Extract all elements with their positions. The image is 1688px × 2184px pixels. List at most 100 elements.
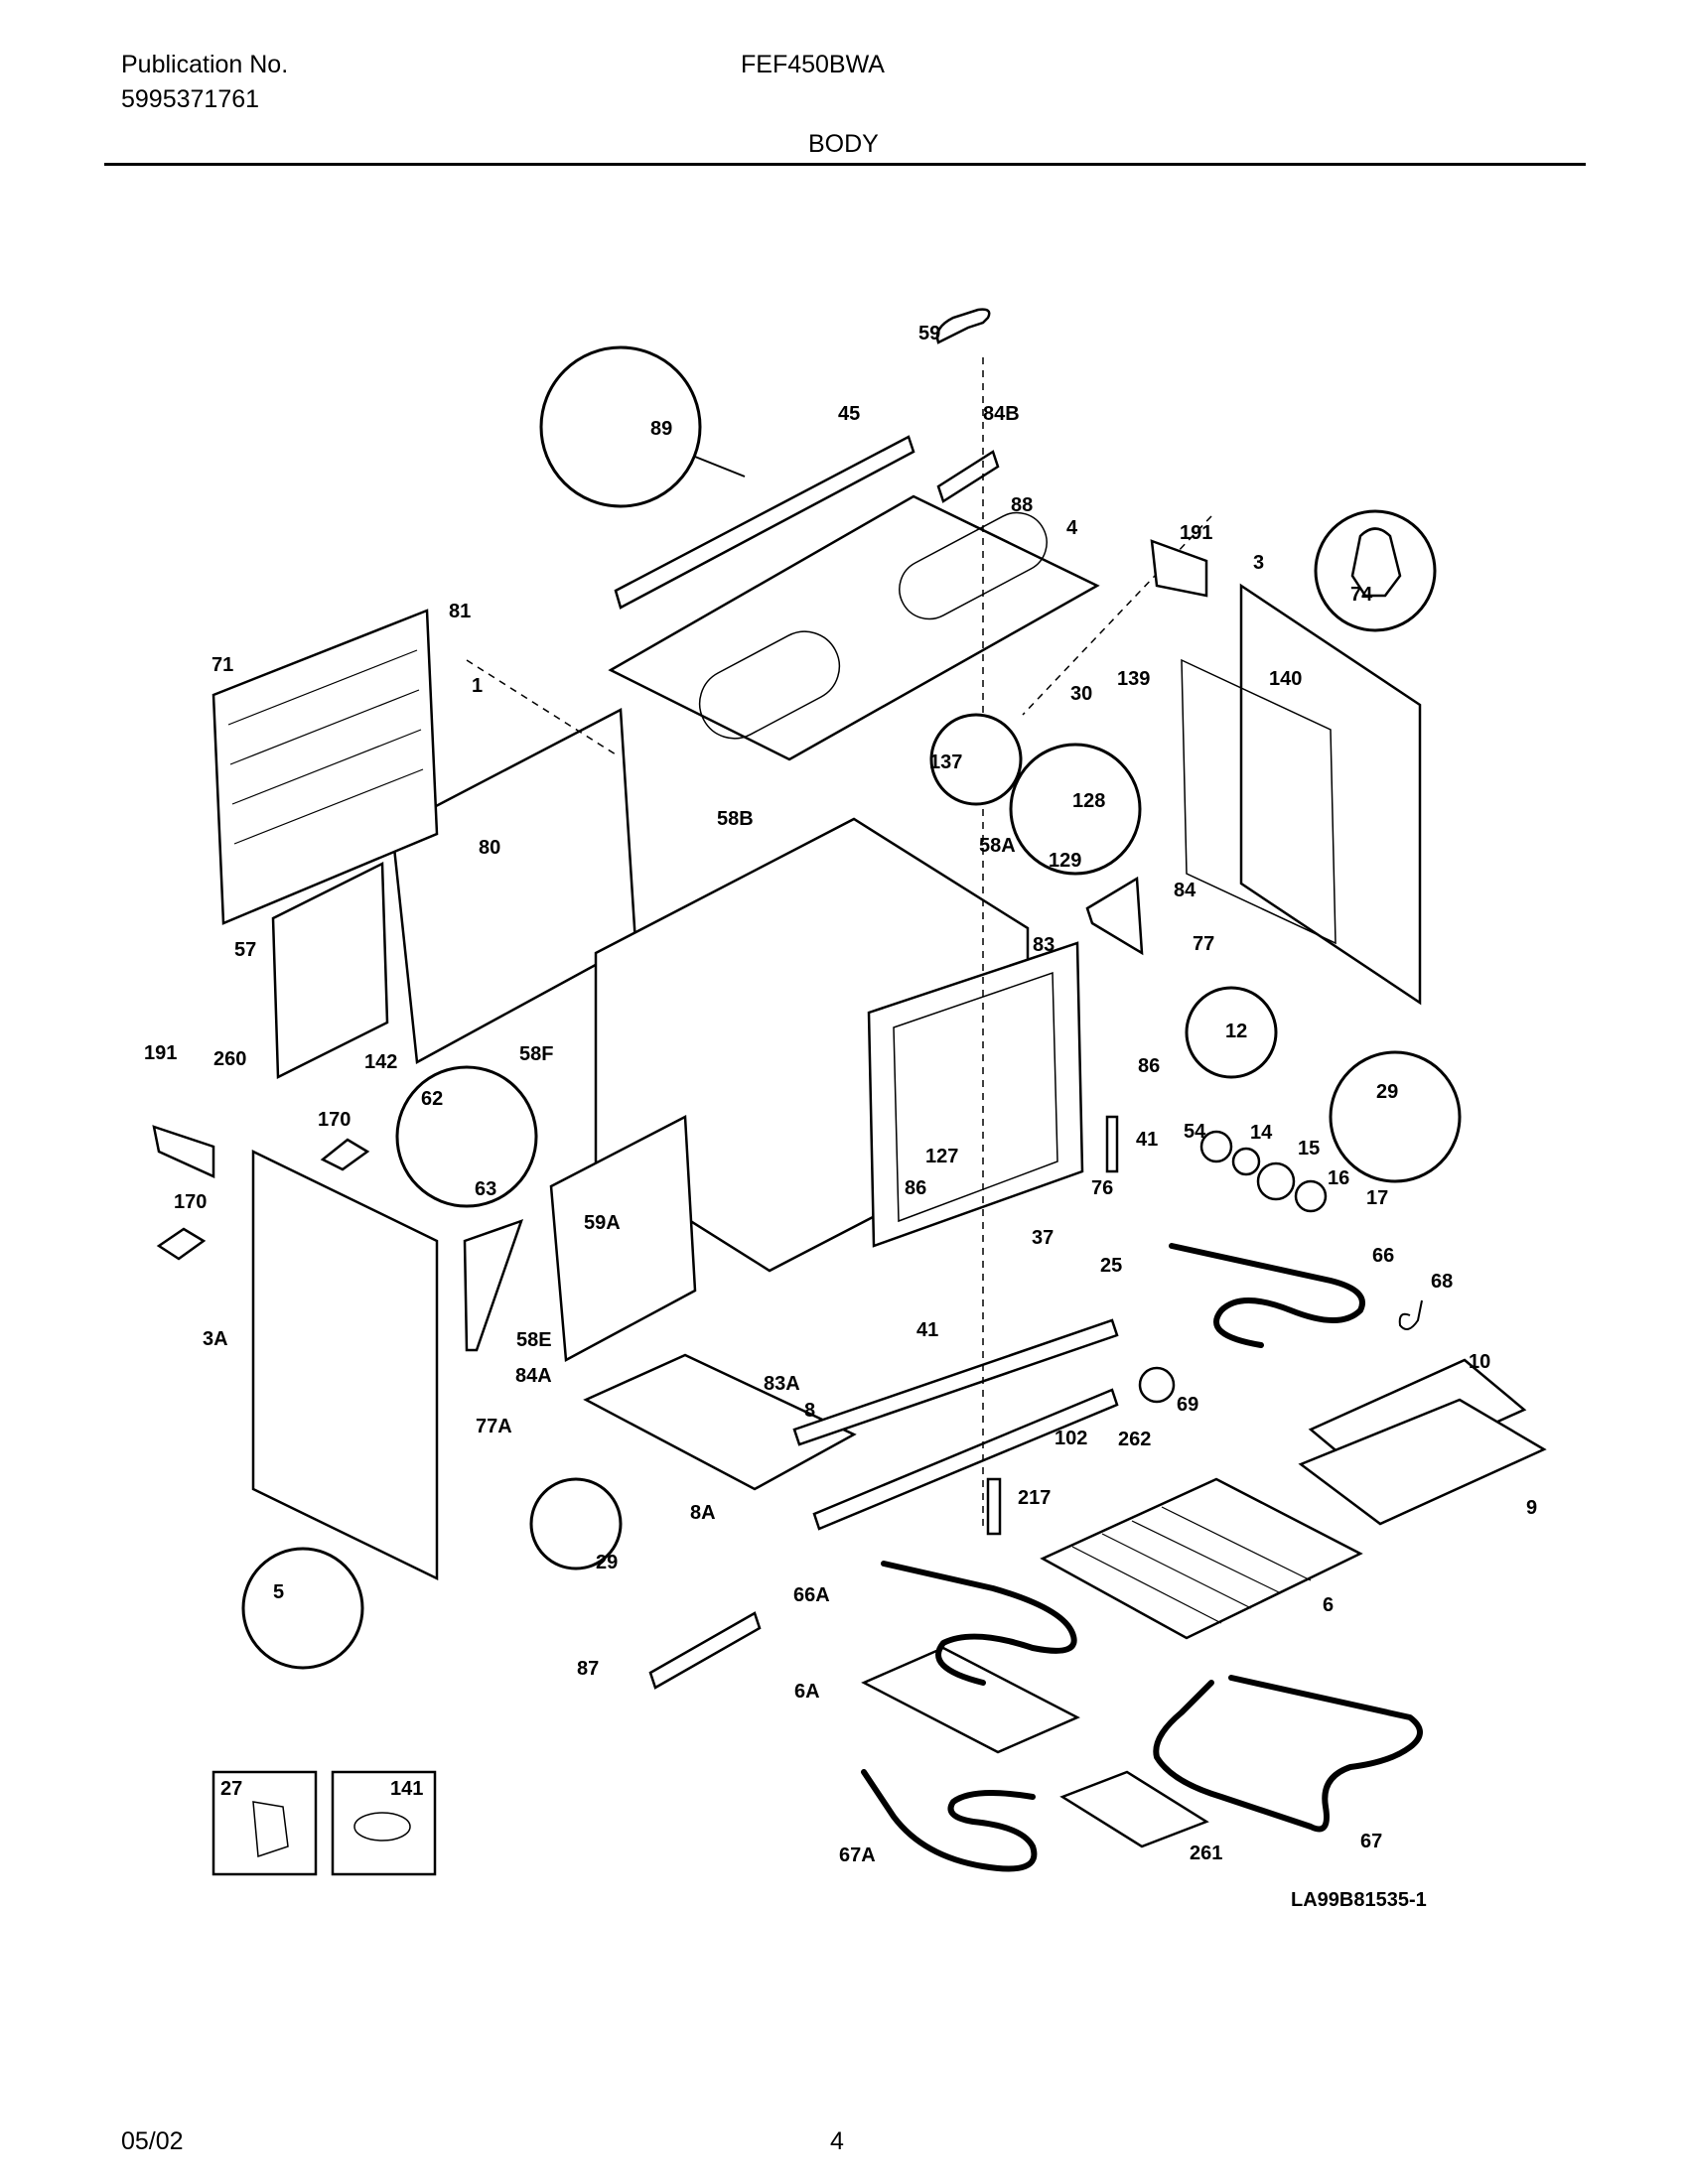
bracket-84a xyxy=(463,1218,524,1352)
page-number: 4 xyxy=(830,2127,844,2155)
callout-57: 57 xyxy=(234,939,256,961)
callout-77a: 77A xyxy=(476,1416,512,1437)
bracket-41 xyxy=(1105,1115,1119,1173)
lamp-cover-74 xyxy=(1350,527,1402,598)
front-rail-102 xyxy=(792,1318,1119,1446)
side-panel-right xyxy=(1239,583,1422,1006)
oven-front-frame xyxy=(867,941,1084,1248)
small-rack xyxy=(861,1646,1080,1754)
callout-3: 3 xyxy=(1253,552,1264,574)
broil-pan xyxy=(1298,1398,1547,1526)
detail-circle-12 xyxy=(1185,986,1278,1079)
callout-76: 76 xyxy=(1091,1177,1113,1199)
callout-66: 66 xyxy=(1372,1245,1394,1267)
detail-circle-5 xyxy=(241,1547,364,1670)
vent-duct xyxy=(935,308,991,344)
oven-rack xyxy=(1040,1477,1363,1640)
top-panel xyxy=(608,494,1100,761)
callout-59a: 59A xyxy=(584,1212,621,1234)
callout-141: 141 xyxy=(390,1778,423,1800)
callout-16: 16 xyxy=(1328,1167,1349,1189)
callout-77: 77 xyxy=(1193,933,1214,955)
callout-86: 86 xyxy=(905,1177,926,1199)
detail-circle-128 xyxy=(1009,743,1142,876)
publication-label: Publication No. xyxy=(121,51,289,78)
element-67 xyxy=(1153,1675,1423,1833)
insulation-panel-57 xyxy=(271,862,389,1079)
callout-67a: 67A xyxy=(839,1844,876,1866)
bracket-170-a xyxy=(320,1138,370,1171)
detail-circle-29-right xyxy=(1329,1050,1462,1183)
callout-58e: 58E xyxy=(516,1329,552,1351)
header-rule xyxy=(104,163,1586,166)
callout-54: 54 xyxy=(1184,1121,1206,1143)
callout-12: 12 xyxy=(1225,1021,1247,1042)
callout-129: 129 xyxy=(1049,850,1081,872)
oven-bottom xyxy=(583,1353,857,1491)
bracket-84b xyxy=(936,450,1000,503)
callout-84a: 84A xyxy=(515,1365,552,1387)
callout-58f: 58F xyxy=(519,1043,553,1065)
drip-pan xyxy=(1059,1770,1209,1848)
bracket-191-top xyxy=(1150,539,1208,598)
callout-8a: 8A xyxy=(690,1502,716,1524)
bottom-rail xyxy=(812,1388,1119,1531)
detail-circle-29-left xyxy=(529,1477,623,1570)
lamp-socket-14 xyxy=(1231,1147,1261,1176)
lamp-bulb-15 xyxy=(1256,1161,1296,1201)
callout-25: 25 xyxy=(1100,1255,1122,1277)
bake-element-66 xyxy=(1169,1243,1365,1348)
callout-41: 41 xyxy=(916,1319,938,1341)
section-title: BODY xyxy=(808,130,879,158)
callout-58b: 58B xyxy=(717,808,754,830)
callout-15: 15 xyxy=(1298,1138,1320,1160)
bracket-191-left xyxy=(152,1125,215,1178)
inset-box-141 xyxy=(331,1770,437,1876)
callout-102: 102 xyxy=(1055,1428,1087,1449)
callout-29: 29 xyxy=(1376,1081,1398,1103)
callout-127: 127 xyxy=(925,1146,958,1167)
callout-4: 4 xyxy=(1066,517,1078,539)
callout-140: 140 xyxy=(1269,668,1302,690)
callout-41: 41 xyxy=(1136,1129,1158,1151)
inset-box-27 xyxy=(211,1770,318,1876)
callout-6: 6 xyxy=(1323,1594,1334,1616)
callout-6a: 6A xyxy=(794,1681,820,1703)
callout-3a: 3A xyxy=(203,1328,228,1350)
callout-87: 87 xyxy=(577,1658,599,1680)
detail-circle-137 xyxy=(929,713,1023,806)
callout-139: 139 xyxy=(1117,668,1150,690)
callout-88: 88 xyxy=(1011,494,1033,516)
callout-59: 59 xyxy=(918,323,940,344)
part-drawings xyxy=(152,308,1547,1876)
callout-45: 45 xyxy=(838,403,860,425)
callout-86: 86 xyxy=(1138,1055,1160,1077)
callout-14: 14 xyxy=(1250,1122,1273,1144)
callout-89: 89 xyxy=(650,418,672,440)
callout-66a: 66A xyxy=(793,1584,830,1606)
callout-191: 191 xyxy=(1180,522,1212,544)
callout-170: 170 xyxy=(318,1109,351,1131)
callout-81: 81 xyxy=(449,601,471,622)
detail-circle-62 xyxy=(395,1065,538,1208)
callout-83a: 83A xyxy=(764,1373,800,1395)
callout-58a: 58A xyxy=(979,835,1016,857)
callout-37: 37 xyxy=(1032,1227,1054,1249)
bracket-87 xyxy=(648,1611,762,1690)
broil-element-66a xyxy=(881,1561,1077,1686)
callout-261: 261 xyxy=(1190,1843,1222,1864)
callout-71: 71 xyxy=(211,654,233,676)
figure-code: LA99B81535-1 xyxy=(1291,1889,1427,1911)
callout-217: 217 xyxy=(1018,1487,1051,1509)
callout-83: 83 xyxy=(1033,934,1055,956)
callout-63: 63 xyxy=(475,1178,496,1200)
gasket-69 xyxy=(1138,1366,1176,1404)
insulation-blanket xyxy=(549,1115,697,1363)
callout-67: 67 xyxy=(1360,1831,1382,1852)
clip-68 xyxy=(1398,1299,1423,1330)
callout-260: 260 xyxy=(213,1048,246,1070)
bracket-170-b xyxy=(156,1227,207,1261)
callout-262: 262 xyxy=(1118,1429,1151,1450)
callout-170: 170 xyxy=(174,1191,207,1213)
